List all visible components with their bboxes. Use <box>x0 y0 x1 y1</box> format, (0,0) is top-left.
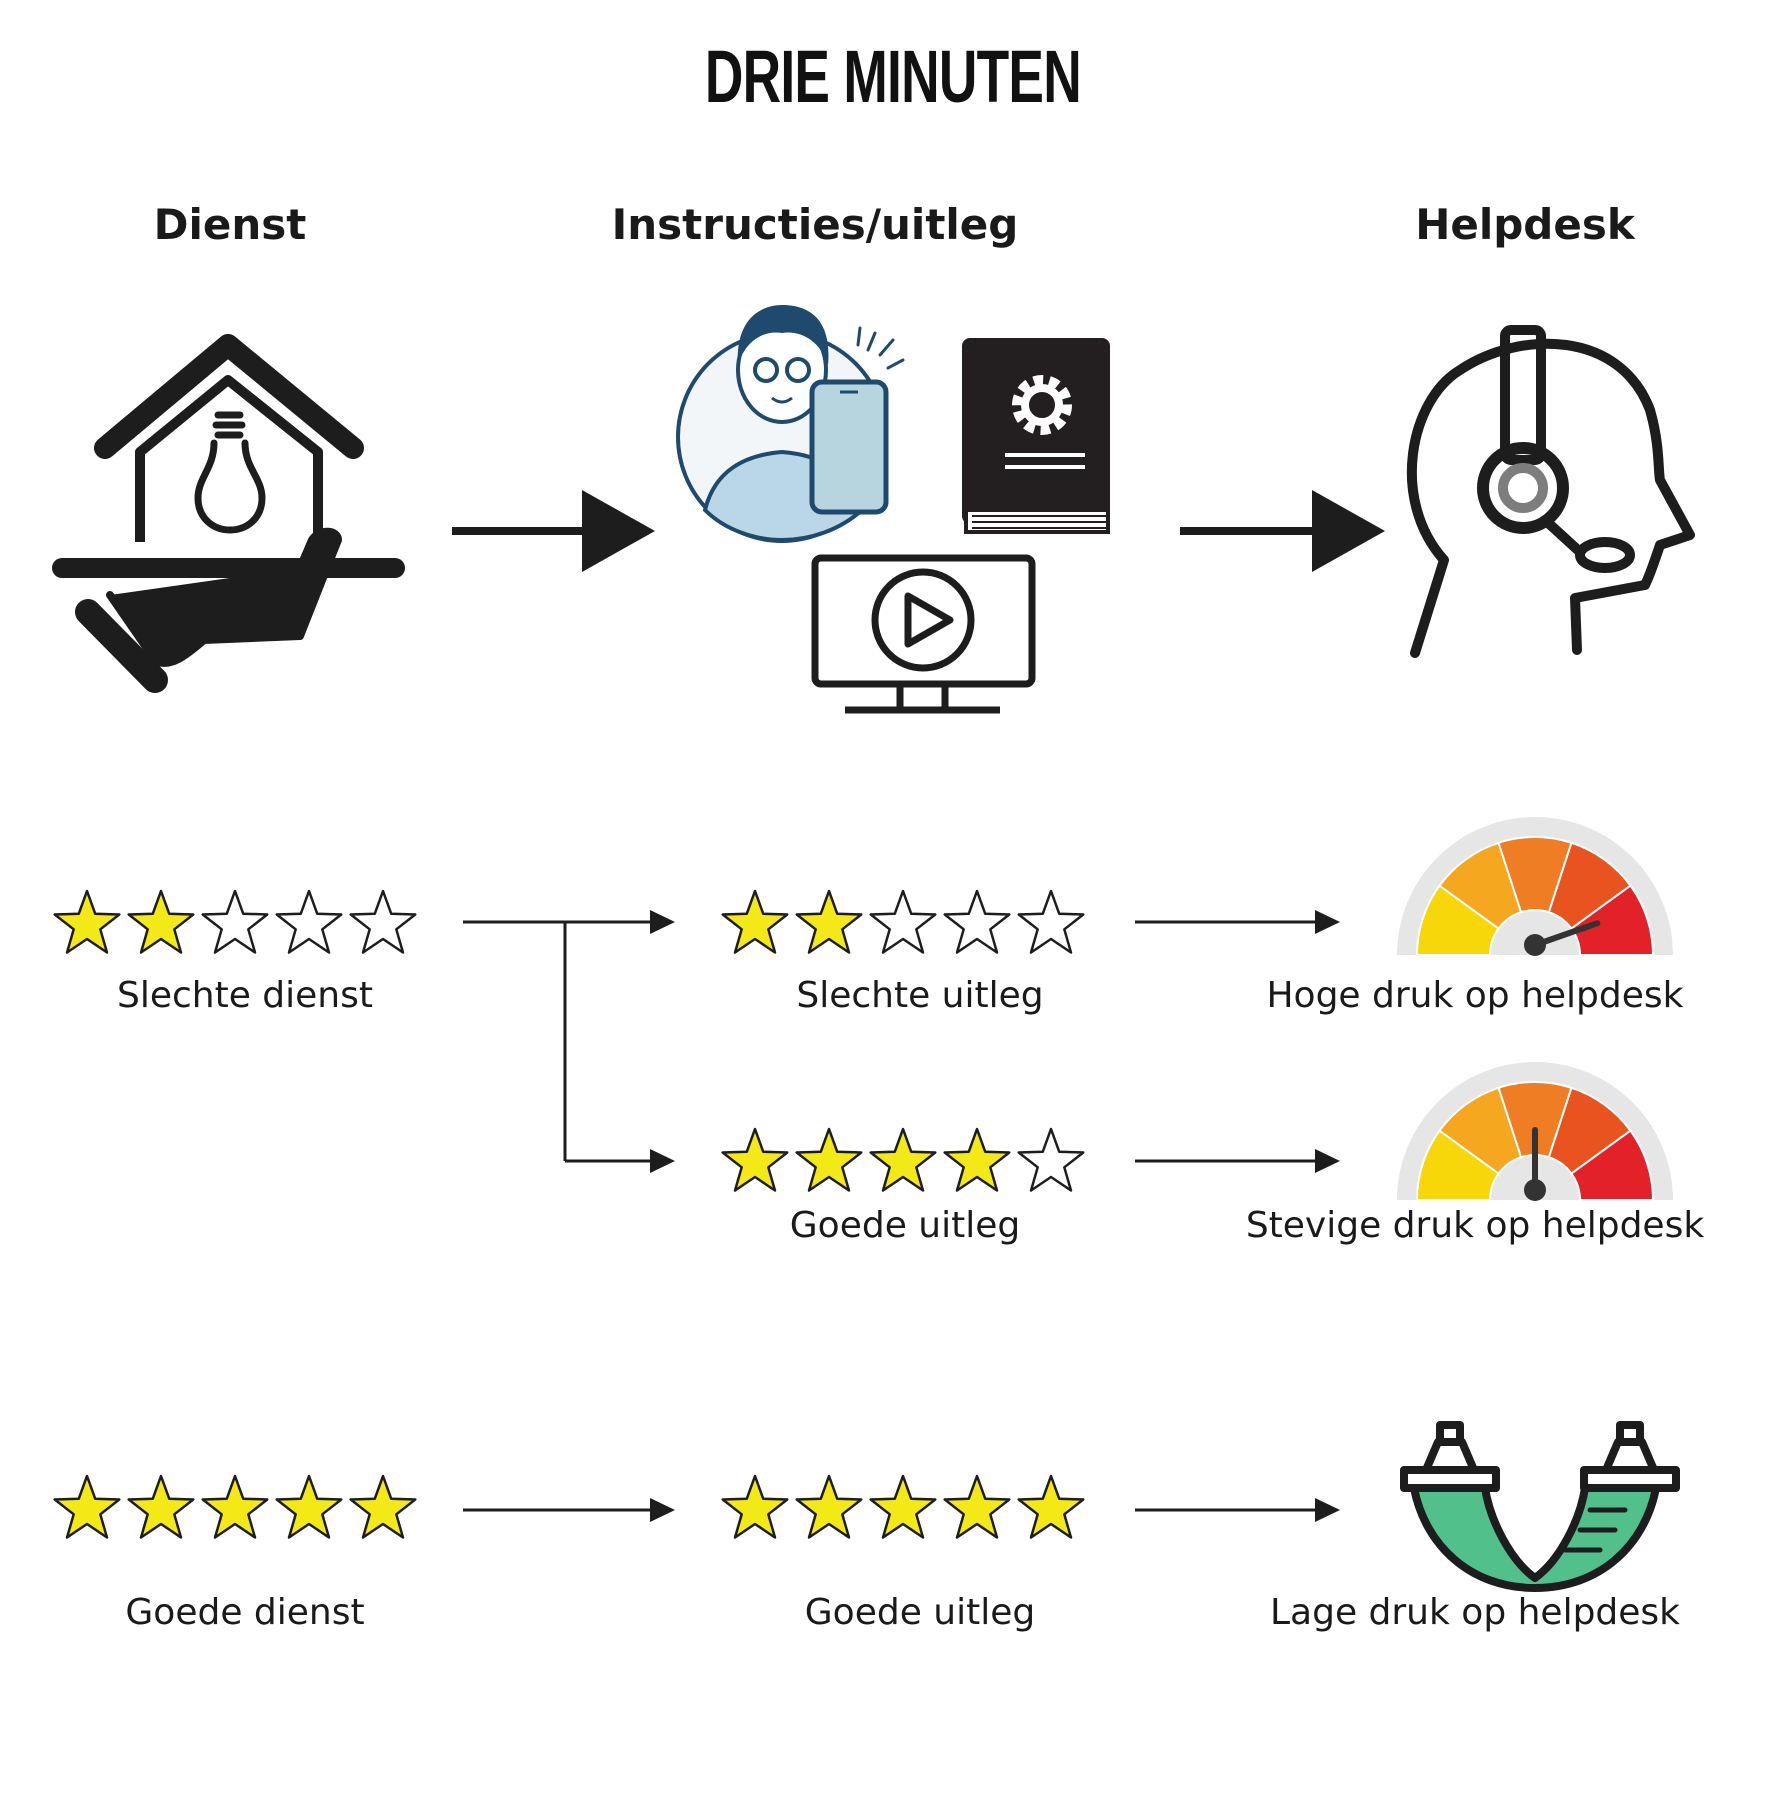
star-filled-icon <box>349 1474 417 1539</box>
star-empty-icon <box>349 889 417 954</box>
star-empty-icon <box>943 889 1011 954</box>
video-monitor-icon <box>811 554 1036 714</box>
label-goede-uitleg-1: Goede uitleg <box>789 1205 1021 1246</box>
gauge-needle <box>1532 920 1601 948</box>
star-filled-icon <box>127 1474 195 1539</box>
star-empty-icon <box>1017 1127 1085 1192</box>
column-header-instructies: Instructies/uitleg <box>611 200 1019 249</box>
pressure-gauge-firm <box>1397 1062 1673 1201</box>
star-empty-icon <box>201 889 269 954</box>
star-filled-icon <box>869 1474 937 1539</box>
star-filled-icon <box>721 1474 789 1539</box>
label-lage-druk: Lage druk op helpdesk <box>1269 1592 1681 1633</box>
star-filled-icon <box>721 889 789 954</box>
rating-stars-slechte-uitleg <box>721 889 1085 954</box>
label-slechte-dienst: Slechte dienst <box>116 975 373 1016</box>
star-filled-icon <box>201 1474 269 1539</box>
star-filled-icon <box>275 1474 343 1539</box>
star-filled-icon <box>721 1127 789 1192</box>
label-goede-uitleg-2: Goede uitleg <box>804 1592 1036 1633</box>
person-phone-icon <box>676 305 905 543</box>
star-filled-icon <box>1017 1474 1085 1539</box>
pressure-gauge-high <box>1397 817 1673 956</box>
rating-stars-slechte-dienst <box>53 889 417 954</box>
arrow-dienst-to-uitleg <box>452 490 655 572</box>
star-filled-icon <box>869 1127 937 1192</box>
star-empty-icon <box>1017 889 1085 954</box>
hammock-icon <box>1400 1421 1680 1592</box>
star-empty-icon <box>275 889 343 954</box>
rating-stars-goede-uitleg-1 <box>721 1127 1085 1192</box>
star-empty-icon <box>869 889 937 954</box>
label-stevige-druk: Stevige druk op helpdesk <box>1245 1205 1705 1246</box>
label-slechte-uitleg: Slechte uitleg <box>796 975 1044 1016</box>
gauge-hub <box>1524 934 1546 956</box>
rating-stars-goede-dienst <box>53 1474 417 1539</box>
label-goede-dienst: Goede dienst <box>125 1592 365 1633</box>
flow-lines <box>463 910 1340 1522</box>
column-header-dienst: Dienst <box>153 200 307 249</box>
page-title: DRIE MINUTEN <box>704 35 1082 118</box>
star-filled-icon <box>795 889 863 954</box>
house-lightbulb-hand-icon <box>52 334 405 693</box>
label-hoge-druk: Hoge druk op helpdesk <box>1266 975 1684 1016</box>
manual-gear-icon <box>962 338 1110 534</box>
column-header-helpdesk: Helpdesk <box>1415 200 1635 249</box>
headset-person-icon <box>1406 325 1695 658</box>
star-filled-icon <box>943 1127 1011 1192</box>
star-filled-icon <box>127 889 195 954</box>
arrow-uitleg-to-helpdesk <box>1180 490 1385 572</box>
star-filled-icon <box>53 889 121 954</box>
gauge-segment <box>1570 1129 1655 1201</box>
star-filled-icon <box>943 1474 1011 1539</box>
star-filled-icon <box>795 1474 863 1539</box>
gauge-hub <box>1524 1179 1546 1201</box>
rating-stars-goede-uitleg-2 <box>721 1474 1085 1539</box>
gauge-segment <box>1570 884 1655 956</box>
star-filled-icon <box>795 1127 863 1192</box>
star-filled-icon <box>53 1474 121 1539</box>
